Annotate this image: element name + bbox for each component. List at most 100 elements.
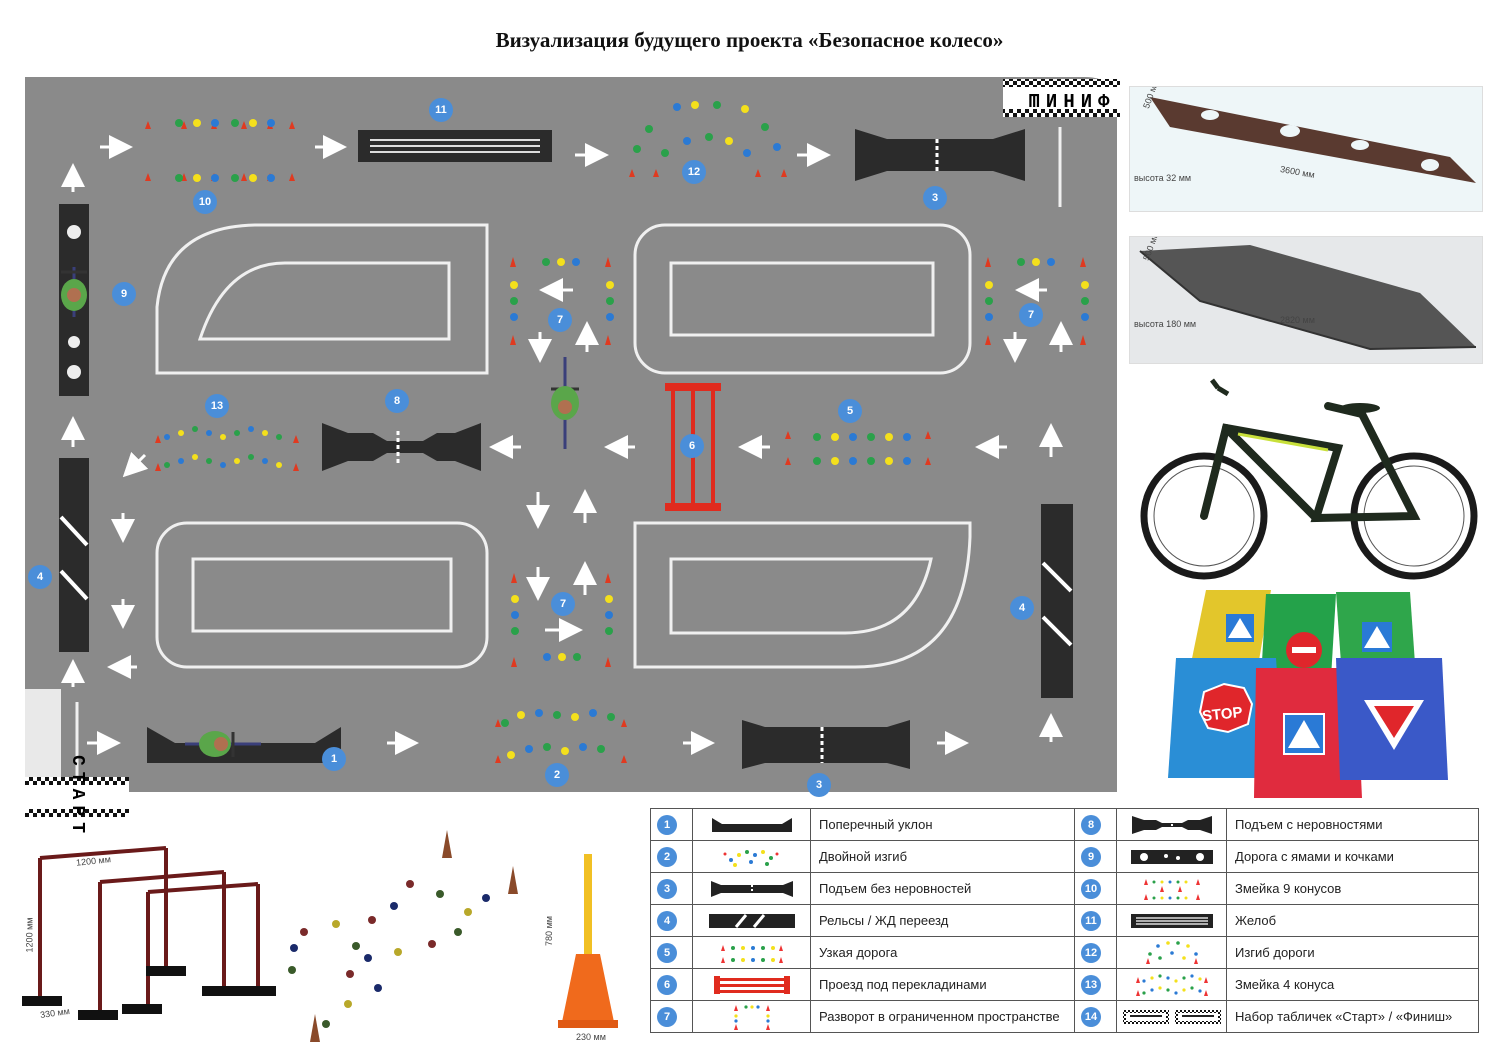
slalom-cones-image [288, 830, 518, 1042]
bicycle-image [1140, 378, 1478, 580]
legend-number-cell: 11 [1074, 904, 1117, 937]
road-bend-icon [1116, 936, 1227, 969]
legend-number-cell: 8 [1074, 808, 1117, 841]
page-title: Визуализация будущего проекта «Безопасно… [495, 28, 1004, 52]
legend-number-badge: 9 [1081, 846, 1101, 867]
legend-number-badge: 12 [1081, 942, 1101, 963]
cone-base-label: 230 мм [576, 1032, 606, 1042]
ramp-height-label: высота 180 мм [1134, 319, 1197, 329]
legend-label: Рельсы / ЖД переезд [810, 904, 1075, 937]
legend-label: Проезд под перекладинами [810, 968, 1075, 1001]
signs-icon [1116, 1000, 1227, 1033]
slalom4-icon [1116, 968, 1227, 1001]
bar-height-label: 1200 мм [24, 917, 35, 953]
ramp-icon [692, 872, 811, 905]
cyclist-figure [551, 357, 579, 449]
legend-label: Разворот в ограниченном пространстве [810, 1000, 1075, 1033]
legend-row: 5 Узкая дорога 12 Изгиб дороги [650, 936, 1479, 969]
dot-markers [164, 101, 1089, 759]
crossbar-icon [692, 968, 811, 1001]
legend-row: 6 Проезд под перекладинами 13 Змейка 4 кону… [650, 968, 1479, 1001]
legend-label: Набор табличек «Старт» / «Финиш» [1226, 1000, 1479, 1033]
legend-number-badge: 5 [657, 942, 677, 963]
station-13-badge: 13 [205, 394, 229, 418]
legend-number-cell: 7 [650, 1000, 693, 1033]
legend-number-cell: 4 [650, 904, 693, 937]
legend-number-badge: 11 [1081, 910, 1101, 931]
legend-label: Подъем без неровностей [810, 872, 1075, 905]
turn-icon [692, 1000, 811, 1033]
legend-number-cell: 12 [1074, 936, 1117, 969]
legend-number-badge: 3 [657, 878, 677, 899]
legend-number-badge: 14 [1081, 1006, 1101, 1027]
station-12-badge: 12 [682, 160, 706, 184]
legend-number-cell: 14 [1074, 1000, 1117, 1033]
bumpy-ramp-icon [1116, 808, 1227, 841]
legend-number-badge: 8 [1081, 814, 1101, 835]
station-8-badge: 8 [385, 389, 409, 413]
station-5-badge: 5 [838, 399, 862, 423]
legend-row: 1 Поперечный уклон 8 Подъем с неровностями [650, 808, 1479, 841]
legend-number-cell: 9 [1074, 840, 1117, 873]
legend-label: Подъем с неровностями [1226, 808, 1479, 841]
legend-row: 2 Двойной изгиб 9 Дорога с ямами и кочками [650, 840, 1479, 873]
ramp-image: 500 мм 2820 мм высота 180 мм [1129, 236, 1483, 364]
legend-label: Поперечный уклон [810, 808, 1075, 841]
traffic-cone-image [558, 854, 618, 1028]
legend-label: Дорога с ямами и кочками [1226, 840, 1479, 873]
legend-number-cell: 1 [650, 808, 693, 841]
board-height-label: высота 32 мм [1134, 173, 1192, 183]
cone-height-label: 780 мм [543, 916, 554, 946]
gutter-icon [1116, 904, 1227, 937]
narrow-road-icon [692, 936, 811, 969]
pothole-road-icon [1116, 840, 1227, 873]
legend-number-badge: 10 [1081, 878, 1101, 899]
ramp-length-label: 2820 мм [1280, 315, 1315, 325]
legend-label: Змейка 9 конусов [1226, 872, 1479, 905]
pothole-board-image: 500 мм 3600 мм высота 32 мм [1129, 86, 1483, 212]
legend-number-badge: 13 [1081, 974, 1101, 995]
station-7-badge: 7 [551, 592, 575, 616]
legend-row: 4 Рельсы / ЖД переезд 11 Желоб [650, 904, 1479, 937]
legend-label: Изгиб дороги [1226, 936, 1479, 969]
legend-number-badge: 1 [657, 814, 677, 835]
station-9-badge: 9 [112, 282, 136, 306]
station-3-badge: 3 [807, 773, 831, 797]
cyclist-figure [185, 731, 261, 757]
start-sign: СТАРТ [67, 754, 87, 839]
station-3-badge: 3 [923, 186, 947, 210]
legend-number-cell: 10 [1074, 872, 1117, 905]
station-4-badge: 4 [1010, 596, 1034, 620]
station-4-badge: 4 [28, 565, 52, 589]
legend-number-cell: 3 [650, 872, 693, 905]
station-2-badge: 2 [545, 763, 569, 787]
track-field [25, 77, 1120, 817]
legend-number-badge: 2 [657, 846, 677, 867]
slalom9-icon [1116, 872, 1227, 905]
rails-icon [692, 904, 811, 937]
vests-image: STOP [1166, 588, 1450, 798]
double-bend-icon [692, 840, 811, 873]
legend-number-badge: 6 [657, 974, 677, 995]
legend-number-cell: 13 [1074, 968, 1117, 1001]
legend-number-badge: 4 [657, 910, 677, 931]
legend-number-cell: 6 [650, 968, 693, 1001]
legend-label: Змейка 4 конуса [1226, 968, 1479, 1001]
legend-number-cell: 5 [650, 936, 693, 969]
slope-icon [692, 808, 811, 841]
legend-label: Узкая дорога [810, 936, 1075, 969]
station-7-badge: 7 [548, 308, 572, 332]
cyclist-figure [61, 267, 87, 317]
legend-number-cell: 2 [650, 840, 693, 873]
crossbar-frames-image [22, 846, 276, 1020]
station-10-badge: 10 [193, 190, 217, 214]
legend-label: Желоб [1226, 904, 1479, 937]
cone-markers [145, 121, 1086, 763]
legend-row: 3 Подъем без неровностей 10 Змейка 9 конусо… [650, 872, 1479, 905]
station-11-badge: 11 [429, 98, 453, 122]
station-1-badge: 1 [322, 747, 346, 771]
legend-label: Двойной изгиб [810, 840, 1075, 873]
station-7-badge: 7 [1019, 303, 1043, 327]
finish-sign: ФИНИШ [1022, 88, 1110, 110]
